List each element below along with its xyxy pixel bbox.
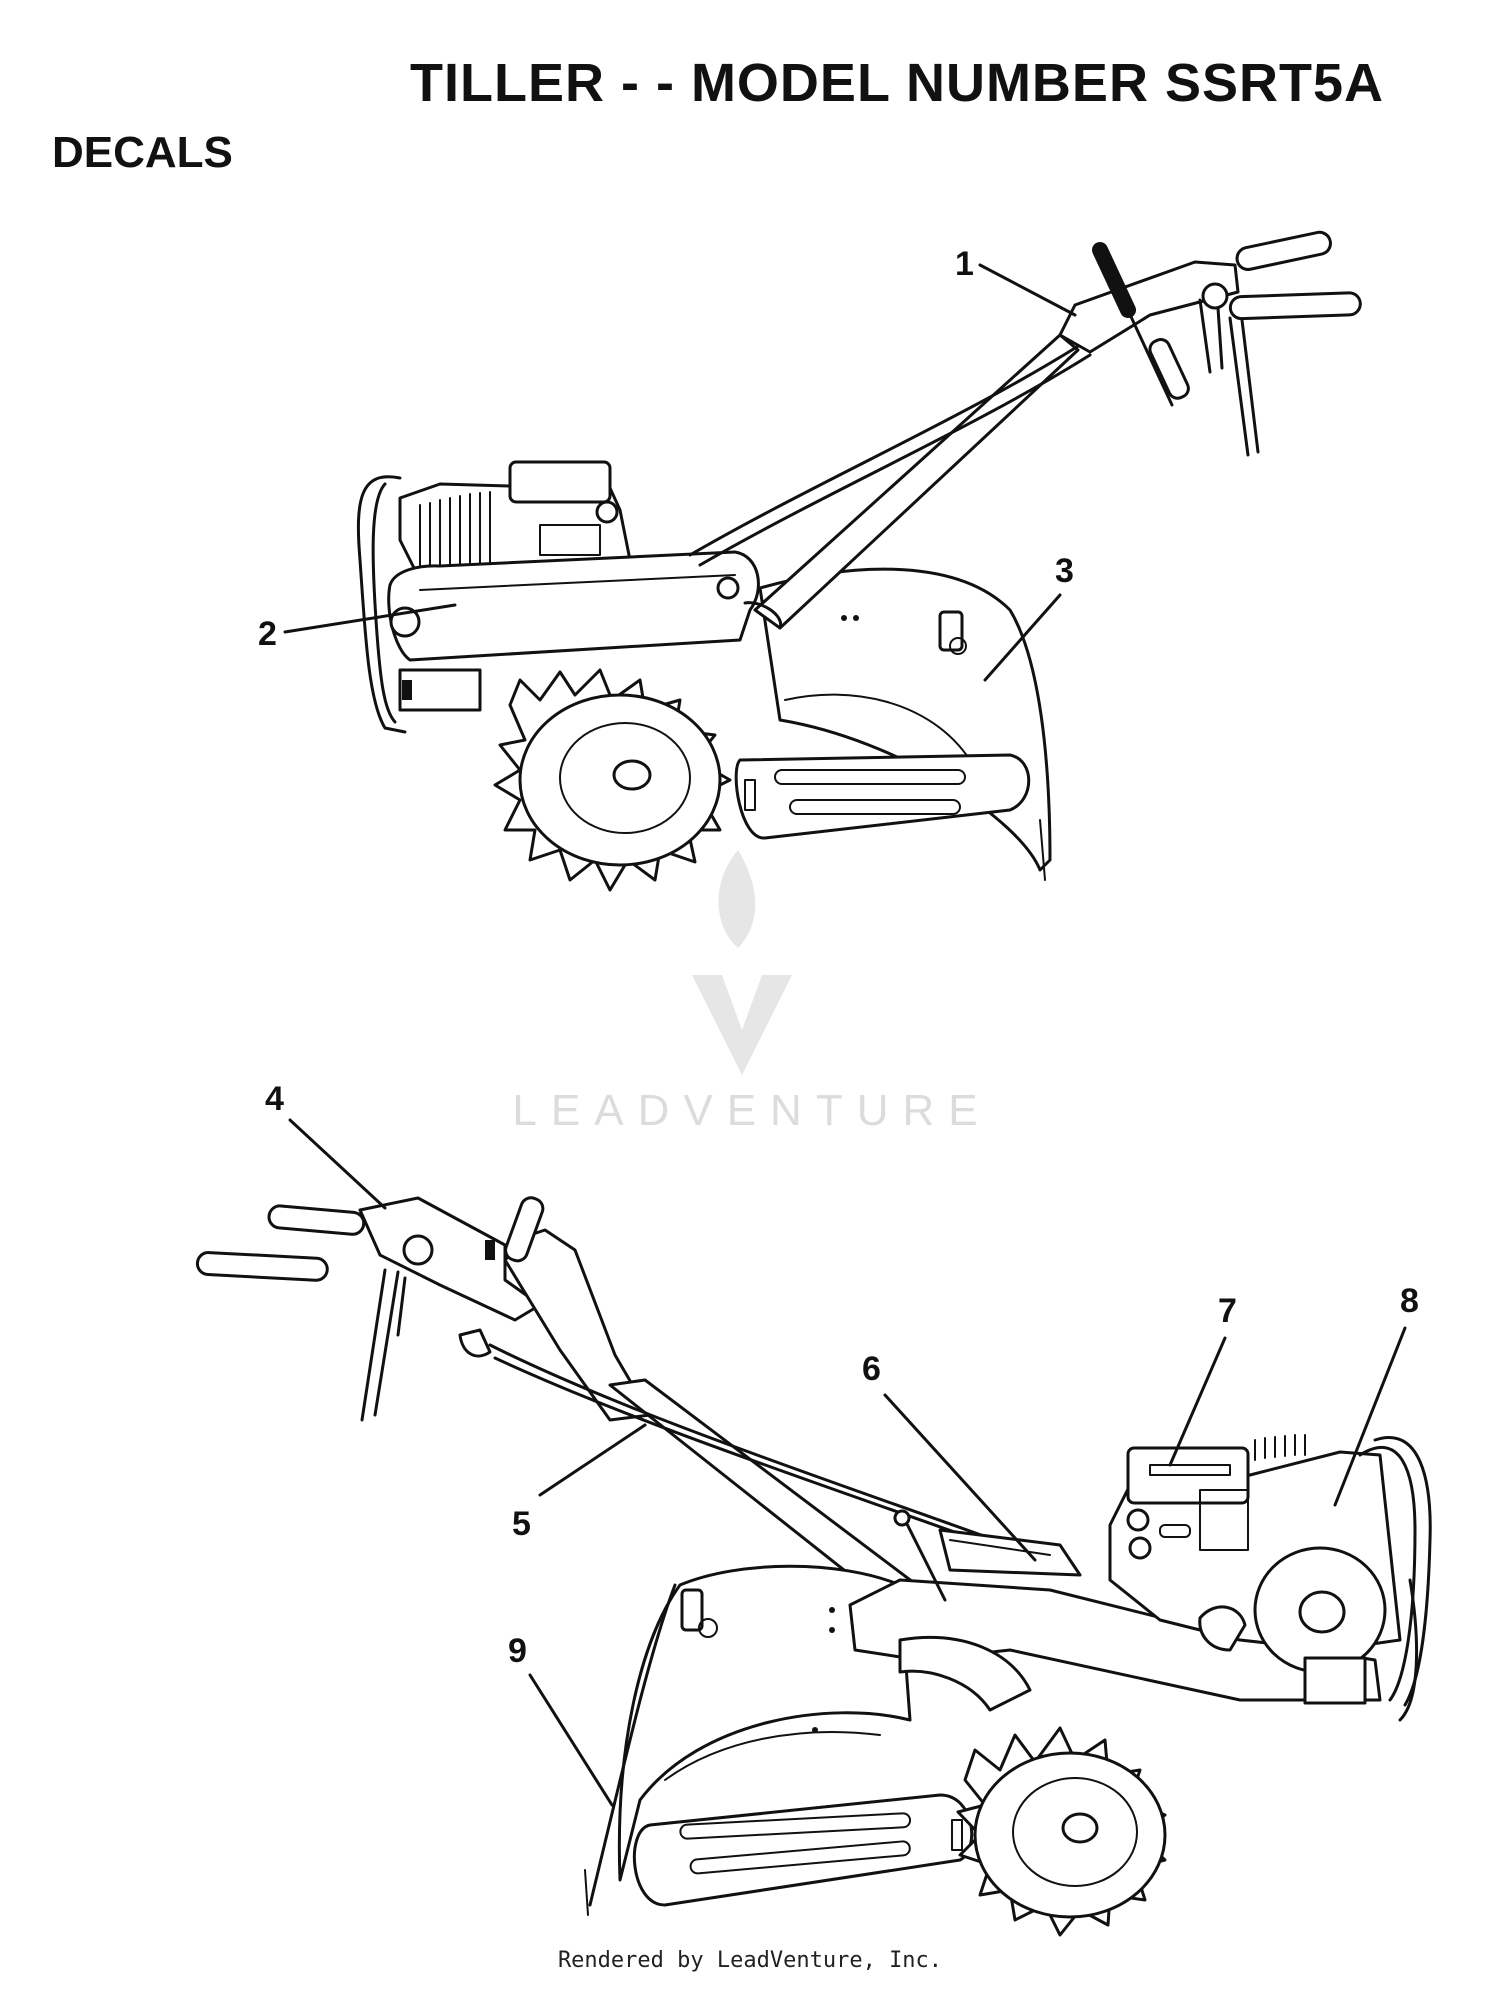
watermark: LEADVENTURE <box>512 850 991 1135</box>
leader-line-5 <box>538 1423 647 1497</box>
frame-lower <box>848 1578 1382 1702</box>
leader-line-6 <box>883 1393 1037 1562</box>
callout-5: 5 <box>512 1423 647 1543</box>
callout-1: 1 <box>955 245 1077 317</box>
callout-7: 7 <box>1168 1292 1237 1467</box>
callout-6: 6 <box>862 1350 1037 1562</box>
wheel-lower <box>956 1726 1167 1937</box>
callout-label-4: 4 <box>265 1080 284 1118</box>
rear-guard-lower <box>1358 1446 1417 1702</box>
callout-label-8: 8 <box>1400 1282 1419 1320</box>
callout-label-6: 6 <box>862 1350 881 1388</box>
section-heading-decals: DECALS <box>52 128 233 177</box>
callout-label-9: 9 <box>508 1632 527 1670</box>
watermark-text: LEADVENTURE <box>512 1086 991 1135</box>
depth-bracket-upper <box>398 668 482 712</box>
wheel-upper <box>493 668 732 892</box>
leader-line-4 <box>288 1118 387 1210</box>
tiller-side-view-lower <box>195 1196 1432 1937</box>
leader-line-9 <box>528 1673 614 1807</box>
callout-label-7: 7 <box>1218 1292 1237 1330</box>
leader-line-7 <box>1168 1336 1227 1467</box>
control-panel-lower <box>938 1528 1082 1577</box>
tiller-side-view-upper <box>356 230 1362 892</box>
handlebar-upper <box>688 230 1362 630</box>
callout-label-5: 5 <box>512 1505 531 1543</box>
callout-label-3: 3 <box>1055 552 1074 590</box>
engine-lower <box>1108 1434 1402 1674</box>
tine-hood-lower <box>617 1564 912 1882</box>
callout-8: 8 <box>1333 1282 1419 1507</box>
callout-2: 2 <box>258 603 457 653</box>
leader-line-2 <box>283 603 457 634</box>
page-title: TILLER - - MODEL NUMBER SSRT5A <box>410 53 1384 113</box>
hood-latch-lower <box>680 1588 704 1632</box>
callout-4: 4 <box>265 1080 387 1210</box>
leader-line-8 <box>1333 1326 1407 1507</box>
side-skid-upper <box>734 753 1031 840</box>
callout-label-2: 2 <box>258 615 277 653</box>
callout-label-1: 1 <box>955 245 974 283</box>
front-guard-upper <box>356 475 407 734</box>
callout-3: 3 <box>983 552 1074 682</box>
air-cleaner-upper <box>508 460 612 504</box>
leader-line-1 <box>978 263 1077 317</box>
leader-line-3 <box>983 593 1062 682</box>
rendered-by-footer: Rendered by LeadVenture, Inc. <box>557 1948 943 1973</box>
callout-9: 9 <box>508 1632 614 1807</box>
flame-v-logo-icon <box>692 850 792 1075</box>
depth-bracket-lower <box>1303 1656 1367 1705</box>
handlebar-lower <box>195 1196 1062 1644</box>
